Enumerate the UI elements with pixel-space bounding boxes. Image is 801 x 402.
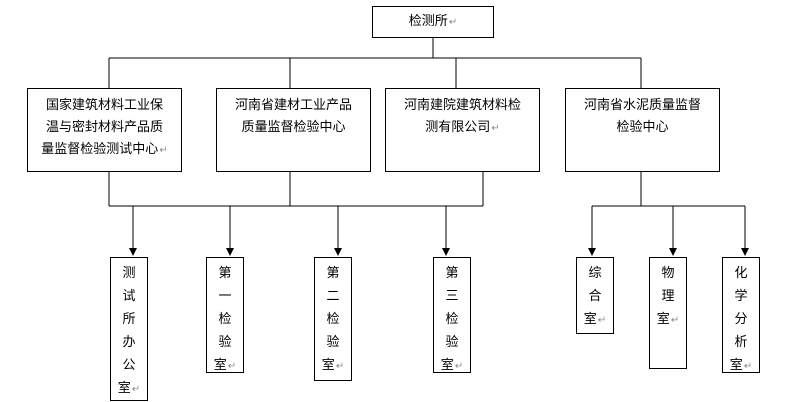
center-node-1: 国家建筑材料工业保 温与密封材料产品质 量监督检验测试中心↵ [27, 88, 182, 172]
office-2-char: 室 [213, 358, 227, 373]
office-node-4: 第三检验室↵ [433, 257, 471, 373]
office-5-char: 综 [588, 266, 602, 281]
office-3-char: 室 [321, 358, 335, 373]
office-2-char: 检 [218, 312, 232, 327]
office-3-char: 验 [326, 335, 340, 350]
office-7-char: 析 [734, 335, 748, 350]
office-7-char: 分 [734, 312, 748, 327]
office-2-char: 验 [218, 335, 232, 350]
office-4-char: 验 [445, 335, 459, 350]
center-2-line-2: 质量监督检验中心 [241, 120, 346, 135]
office-1-char: 办 [122, 335, 136, 350]
office-3-char: 检 [326, 312, 340, 327]
office-6-char: 物 [661, 266, 675, 281]
office-4-char: 室 [440, 358, 454, 373]
office-7-char: 化 [734, 266, 748, 281]
office-1-char: 试 [122, 289, 136, 304]
office-1-char: 公 [122, 358, 136, 373]
office-3-last-line: 室↵ [321, 358, 345, 373]
office-node-6: 物理室↵ [649, 257, 687, 369]
center-node-3: 河南建院建筑材料检 测有限公司↵ [385, 88, 540, 172]
office-2-char: 第 [218, 266, 232, 281]
center-1-line-2: 温与密封材料产品质 [45, 120, 163, 135]
center-4-line-2: 检验中心 [616, 120, 669, 135]
office-node-7: 化学分析室↵ [722, 257, 760, 373]
office-6-char: 室 [656, 312, 670, 327]
office-4-char: 第 [445, 266, 459, 281]
office-1-char: 测 [122, 266, 136, 281]
office-1-last-line: 室↵ [117, 381, 141, 396]
office-7-char: 学 [734, 289, 748, 304]
center-1-line-3: 量监督检验测试中心↵ [41, 142, 168, 157]
office-7-last-line: 室↵ [729, 358, 753, 373]
office-2-char: 一 [218, 289, 232, 304]
office-3-char: 二 [326, 289, 340, 304]
office-6-last-line: 室↵ [656, 312, 680, 327]
center-4-line-1: 河南省水泥质量监督 [583, 98, 701, 113]
root-node: 检测所↵ [372, 6, 494, 38]
office-2-last-line: 室↵ [213, 358, 237, 373]
office-5-char: 合 [588, 289, 602, 304]
office-7-char: 室 [729, 358, 743, 373]
office-node-5: 综合室↵ [576, 257, 614, 334]
office-4-char: 检 [445, 312, 459, 327]
center-node-4: 河南省水泥质量监督 检验中心 [565, 88, 720, 172]
center-2-line-1: 河南省建材工业产品 [234, 98, 352, 113]
office-4-last-line: 室↵ [440, 358, 464, 373]
office-node-2: 第一检验室↵ [206, 257, 244, 373]
office-6-char: 理 [661, 289, 675, 304]
center-3-line-2: 测有限公司↵ [425, 120, 500, 135]
center-3-line-1: 河南建院建筑材料检 [403, 98, 521, 113]
office-5-char: 室 [583, 312, 597, 327]
office-node-1: 测试所办公室↵ [110, 257, 148, 401]
office-1-char: 室 [117, 381, 131, 396]
office-4-char: 三 [445, 289, 459, 304]
office-5-last-line: 室↵ [583, 312, 607, 327]
office-node-3: 第二检验室↵ [314, 257, 352, 381]
center-node-2: 河南省建材工业产品 质量监督检验中心 [216, 88, 371, 172]
root-label: 检测所 [408, 14, 448, 29]
office-1-char: 所 [122, 312, 136, 327]
office-3-char: 第 [326, 266, 340, 281]
center-1-line-1: 国家建筑材料工业保 [45, 98, 163, 113]
